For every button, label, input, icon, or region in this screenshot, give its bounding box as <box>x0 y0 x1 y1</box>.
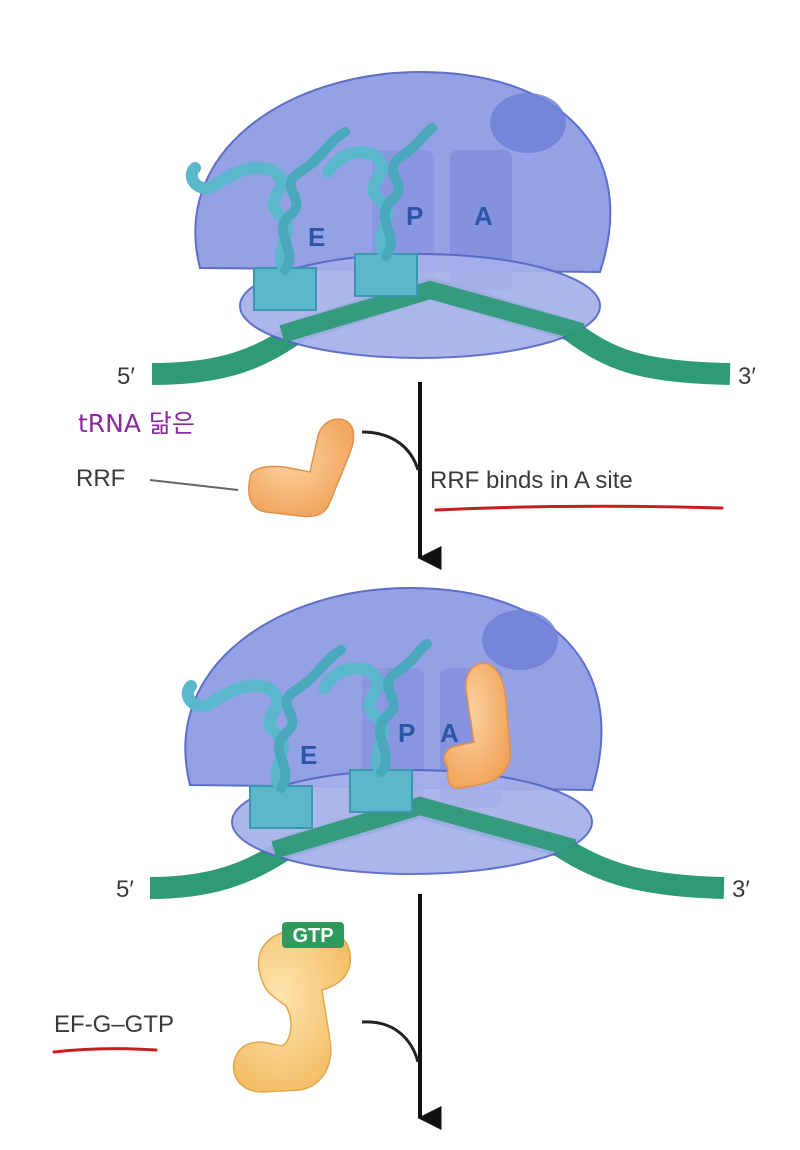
site-p-label-bottom: P <box>398 718 415 748</box>
ribosome-bottom: E P A <box>149 586 725 899</box>
efg-protein <box>232 929 352 1093</box>
site-a-label-top: A <box>474 201 493 231</box>
large-subunit-bump-bottom <box>482 610 558 670</box>
five-prime-label-top: 5′ <box>117 363 135 390</box>
join-curve-2 <box>361 1020 420 1063</box>
ribosome-top: E P A <box>151 70 731 385</box>
site-p-label-top: P <box>406 201 423 231</box>
rrf-pointer-line <box>149 479 239 491</box>
small-subunit-top <box>239 253 601 359</box>
rrf-binds-underline <box>434 504 724 512</box>
three-prime-label-top: 3′ <box>738 363 756 390</box>
efg-underline <box>52 1047 158 1054</box>
gtp-badge: GTP <box>282 922 344 948</box>
annotation-handwritten: tRNA 닮은 <box>78 409 195 438</box>
join-curve-1 <box>361 430 420 471</box>
site-a-label-bottom: A <box>440 718 459 748</box>
trna-e-top <box>185 127 350 311</box>
mrna-v-top <box>279 280 585 343</box>
trna-p-bottom <box>318 639 432 813</box>
site-e-label-bottom: E <box>300 740 317 770</box>
rrf-label: RRF <box>76 465 125 492</box>
three-prime-label-bottom: 3′ <box>732 876 750 903</box>
trna-e-bottom <box>181 645 346 829</box>
rrf-protein <box>248 418 355 518</box>
trna-p-top <box>322 123 437 297</box>
five-prime-label-bottom: 5′ <box>116 876 134 903</box>
efg-gtp-label: EF-G–GTP <box>54 1011 174 1038</box>
rrf-protein-bound <box>443 662 511 789</box>
svg-text:GTP: GTP <box>292 925 333 947</box>
large-subunit-bump <box>490 93 566 153</box>
rrf-binds-label: RRF binds in A site <box>430 467 633 494</box>
mrna-v-bottom <box>271 796 577 859</box>
site-e-label-top: E <box>308 222 325 252</box>
